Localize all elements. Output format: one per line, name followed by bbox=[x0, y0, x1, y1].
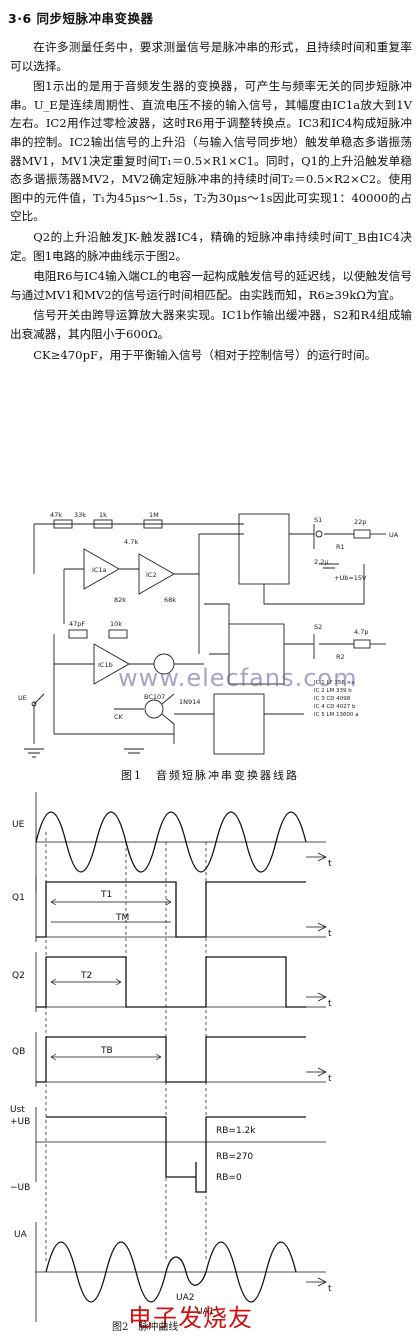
label-ua: UA bbox=[389, 531, 399, 539]
axis-label-t: t bbox=[328, 999, 332, 1009]
paragraph: Q2的上升沿触发JK-触发器IC4，精确的短脉冲串持续时间T_B由IC4决定。图… bbox=[10, 229, 412, 263]
resistance-label: RB=0 bbox=[216, 1173, 242, 1183]
ua-label: UA2 bbox=[176, 1293, 194, 1303]
label-r33k: 33k bbox=[74, 511, 86, 519]
resistance-label: RB=270 bbox=[216, 1152, 253, 1162]
resistance-label: RB=1.2k bbox=[216, 1126, 256, 1136]
axis-label-t: t bbox=[328, 1284, 332, 1294]
axis-label-q1: Q1 bbox=[12, 893, 25, 903]
label-r1: R1 bbox=[336, 543, 345, 551]
section-heading: 3·6 同步短脉冲串变换器 bbox=[8, 11, 154, 26]
label-ic2: IC2 bbox=[146, 571, 157, 579]
pulse-waveforms: UE Q1 Q2 QB Ust +UB −UB UA t t t t t T1 … bbox=[10, 792, 332, 1322]
label-ck: CK bbox=[114, 713, 124, 721]
label-r1m: 1M bbox=[149, 511, 159, 519]
paragraph: 在许多测量任务中，要求测量信号是脉冲串的形式，且持续时间和重复率可以选择。 bbox=[10, 40, 412, 73]
label-s1: S1 bbox=[314, 516, 322, 524]
axis-label-ua: UA bbox=[14, 1230, 28, 1240]
label-r68k: 68k bbox=[164, 596, 176, 604]
label-c47pf: 47pF bbox=[69, 620, 85, 628]
label-r4k7: 4.7k bbox=[124, 538, 138, 546]
ic-list-item: IC 4 CD 4027 b bbox=[314, 704, 356, 710]
paragraph: CK≥470pF，用于平衡输入信号（相对于控制信号）的运行时间。 bbox=[33, 347, 377, 362]
axis-label-ust: Ust bbox=[10, 1105, 25, 1115]
label-c22p: 22p bbox=[354, 518, 366, 526]
label-supply: +Ub=15V bbox=[334, 574, 367, 582]
label-ic1a: IC1a bbox=[92, 566, 107, 574]
label-ue: UE bbox=[18, 694, 27, 702]
axis-label-ue: UE bbox=[12, 820, 25, 830]
label-c2u2: 2.2μ bbox=[314, 558, 328, 566]
label-s2: S2 bbox=[314, 623, 322, 631]
paragraph: 图1示出的是用于音频发生器的变换器，可产生与频率无关的同步短脉冲串。U_E是连续… bbox=[10, 79, 412, 224]
axis-label-t: t bbox=[328, 859, 332, 869]
label-c4p7: 4.7p bbox=[354, 628, 368, 636]
label-ic1b: IC1b bbox=[98, 661, 113, 669]
label-r2: R2 bbox=[336, 653, 345, 661]
axis-label-minus-ub: −UB bbox=[10, 1183, 30, 1193]
interval-label-tb: TB bbox=[100, 1046, 113, 1056]
circuit-schematic: 47k 33k 1k 1M IC1a IC2 IC1b 4.7k 82k 68k… bbox=[18, 511, 399, 758]
label-r82k: 82k bbox=[114, 596, 126, 604]
ua-label: UA1 bbox=[196, 1307, 214, 1317]
interval-label-t2: T2 bbox=[80, 971, 92, 981]
figure1-caption: 图1 音频短脉冲串变换器线路 bbox=[121, 769, 299, 782]
interval-label-tm: TM bbox=[115, 913, 129, 923]
label-r1k: 1k bbox=[99, 511, 107, 519]
label-r10k: 10k bbox=[110, 620, 122, 628]
paragraph: 电阻R6与IC4输入端CL的电容一起构成触发信号的延迟线，以使触发信号与通过MV… bbox=[10, 269, 412, 302]
ic-list-item: IC 3 CD 4098 bbox=[314, 696, 351, 702]
article-body: 在许多测量任务中，要求测量信号是脉冲串的形式，且持续时间和重复率可以选择。 图1… bbox=[10, 38, 412, 366]
axis-label-t: t bbox=[328, 929, 332, 939]
ic-list-item: IC 2 LM 339 b bbox=[314, 688, 352, 694]
brand-watermark: 电子发烧友 bbox=[128, 1304, 253, 1332]
axis-label-plus-ub: +UB bbox=[10, 1117, 30, 1127]
axis-label-t: t bbox=[328, 1074, 332, 1084]
interval-label-t1: T1 bbox=[100, 890, 112, 900]
site-watermark: www.elecfans.com bbox=[118, 664, 358, 692]
figure2-caption: 图2 脉冲曲线 bbox=[112, 1322, 179, 1333]
paragraph: 信号开关由跨导运算放大器来实现。IC1b作输出缓冲器，S2和R4组成输出衰减器，… bbox=[10, 308, 412, 341]
label-r47k: 47k bbox=[50, 511, 62, 519]
ic-list-item: IC 5 LM 13600 a bbox=[314, 712, 359, 718]
ic-list-item: IC 1 LF 356 ×a bbox=[314, 680, 355, 686]
axis-label-qb: QB bbox=[12, 1047, 25, 1057]
label-diode: 1N914 bbox=[179, 698, 200, 706]
label-transistor: BC107 bbox=[144, 693, 165, 701]
axis-label-q2: Q2 bbox=[12, 971, 25, 981]
